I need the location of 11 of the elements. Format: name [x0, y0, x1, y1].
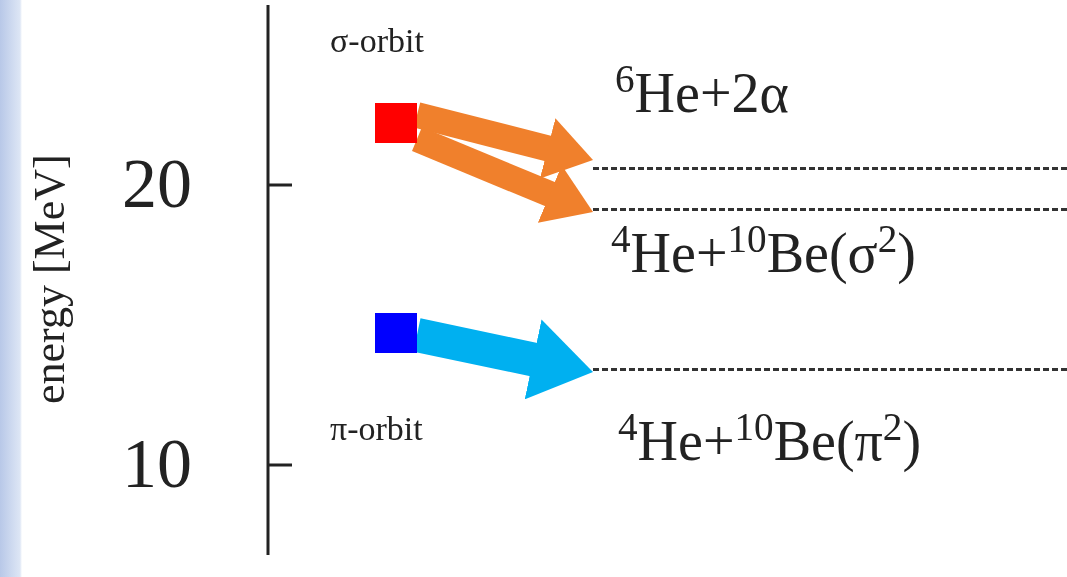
threshold-label: $^{4}$He+$^{10}$Be(σ$^{2}$)	[611, 220, 916, 286]
block-arrow	[412, 127, 593, 223]
orbit-marker	[375, 103, 417, 143]
tick-label: 10	[122, 425, 192, 502]
threshold-label: $^{4}$He+$^{10}$Be(π$^{2}$)	[618, 408, 922, 474]
threshold-label: $^{6}$He+2α	[615, 60, 789, 126]
tick-label: 20	[122, 145, 192, 222]
axis-title: energy [MeV]	[25, 153, 75, 406]
orbit-label: σ-orbit	[330, 22, 424, 60]
orbit-label: π-orbit	[330, 410, 423, 448]
orbit-marker	[375, 313, 417, 353]
